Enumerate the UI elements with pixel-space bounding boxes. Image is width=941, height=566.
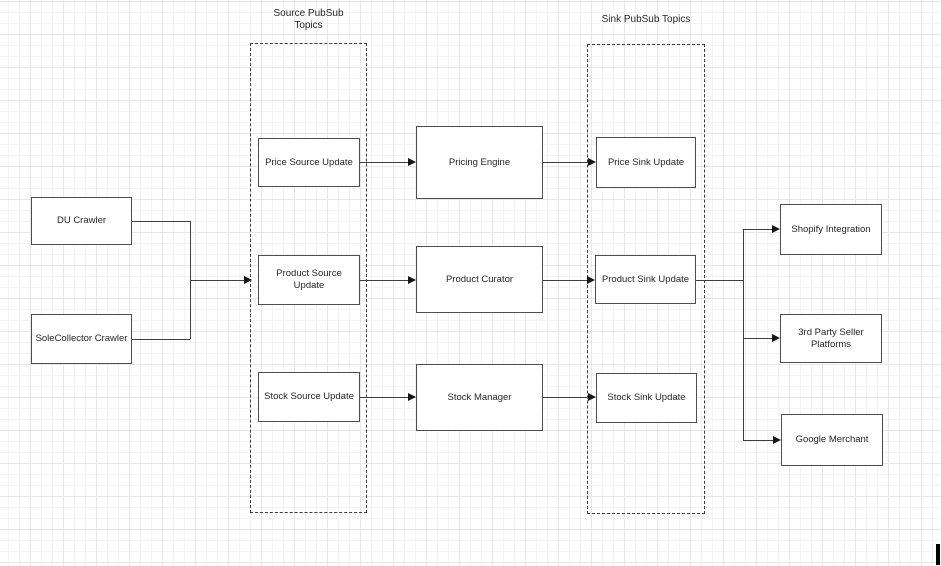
text-caret	[936, 544, 940, 565]
connector-fanout-vertical	[743, 229, 744, 440]
node-product-source-update[interactable]: Product Source Update	[258, 255, 360, 305]
arrowhead-shopify	[772, 225, 780, 233]
node-price-source-update[interactable]: Price Source Update	[258, 138, 360, 187]
node-pricing-engine[interactable]: Pricing Engine	[416, 126, 543, 199]
arrowhead-google-merchant	[773, 436, 781, 444]
node-stock-sink-update[interactable]: Stock Sink Update	[596, 373, 697, 423]
node-shopify-integration[interactable]: Shopify Integration	[780, 204, 882, 255]
arrowhead-price-sink	[588, 158, 596, 166]
connector-price-source-to-pricing-engine	[360, 162, 408, 163]
connector-product-sink-out	[696, 280, 743, 281]
connector-stock-manager-to-stock-sink	[543, 397, 588, 398]
node-price-sink-update[interactable]: Price Sink Update	[596, 137, 696, 188]
node-stock-manager[interactable]: Stock Manager	[416, 364, 543, 431]
node-solecollector-crawler[interactable]: SoleCollector Crawler	[31, 314, 132, 364]
connector-stock-source-to-stock-manager	[360, 397, 408, 398]
connector-to-google-merchant	[743, 440, 773, 441]
arrowhead-stock-sink	[588, 393, 596, 401]
node-google-merchant[interactable]: Google Merchant	[781, 414, 883, 466]
arrowhead-product-source	[244, 276, 252, 284]
connector-product-source-to-curator	[360, 280, 408, 281]
sink-pubsub-topics-title: Sink PubSub Topics	[601, 14, 691, 25]
node-product-sink-update[interactable]: Product Sink Update	[595, 255, 696, 304]
connector-pricing-engine-to-price-sink	[543, 162, 588, 163]
arrowhead-product-sink	[587, 276, 595, 284]
node-stock-source-update[interactable]: Stock Source Update	[258, 372, 360, 422]
connector-solecollector-out	[132, 339, 190, 340]
node-product-curator[interactable]: Product Curator	[416, 246, 543, 313]
connector-to-shopify	[743, 229, 772, 230]
arrowhead-product-curator	[408, 276, 416, 284]
connector-curator-to-product-sink	[543, 280, 587, 281]
arrowhead-third-party	[772, 334, 780, 342]
arrowhead-pricing-engine	[408, 158, 416, 166]
connector-du-crawler-out	[132, 221, 190, 222]
node-third-party-seller-platforms[interactable]: 3rd Party Seller Platforms	[780, 314, 882, 363]
connector-to-third-party	[743, 338, 772, 339]
arrowhead-stock-manager	[408, 393, 416, 401]
source-pubsub-topics-title: Source PubSub Topics	[273, 8, 344, 31]
connector-crawlers-to-product-source	[190, 280, 244, 281]
node-du-crawler[interactable]: DU Crawler	[31, 197, 132, 245]
